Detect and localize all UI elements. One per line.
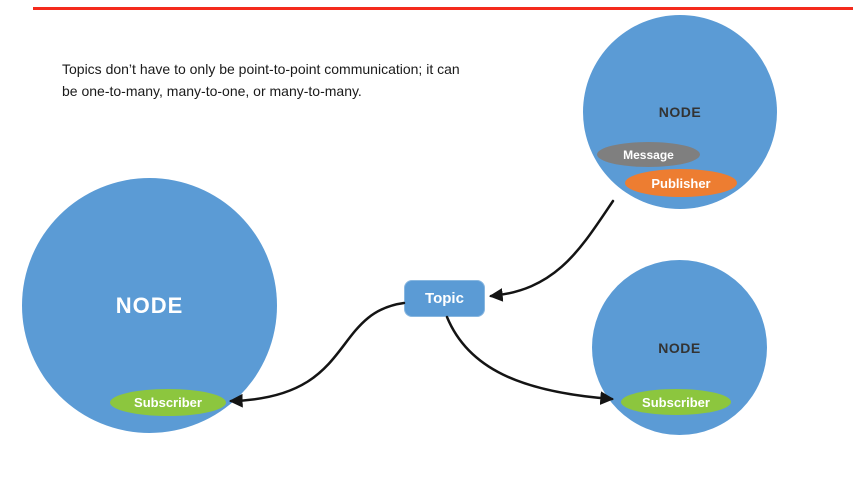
bottom-right-node-label: NODE [658,339,701,356]
topic-box: Topic [404,280,485,317]
annotation-text: Topics don’t have to only be point-to-po… [62,61,460,100]
left-node-label: NODE [115,292,184,318]
top-right-node-label: NODE [658,104,702,120]
message-badge: Message [597,142,700,167]
bottom-right-subscriber-badge: Subscriber [621,389,731,415]
top-red-line [33,7,853,10]
arrow-publisher-to-topic [488,199,615,302]
publisher-badge: Publisher [625,169,737,197]
arrow-topic-to-bottom-right-subscriber [445,315,615,405]
left-subscriber-badge: Subscriber [110,389,226,416]
